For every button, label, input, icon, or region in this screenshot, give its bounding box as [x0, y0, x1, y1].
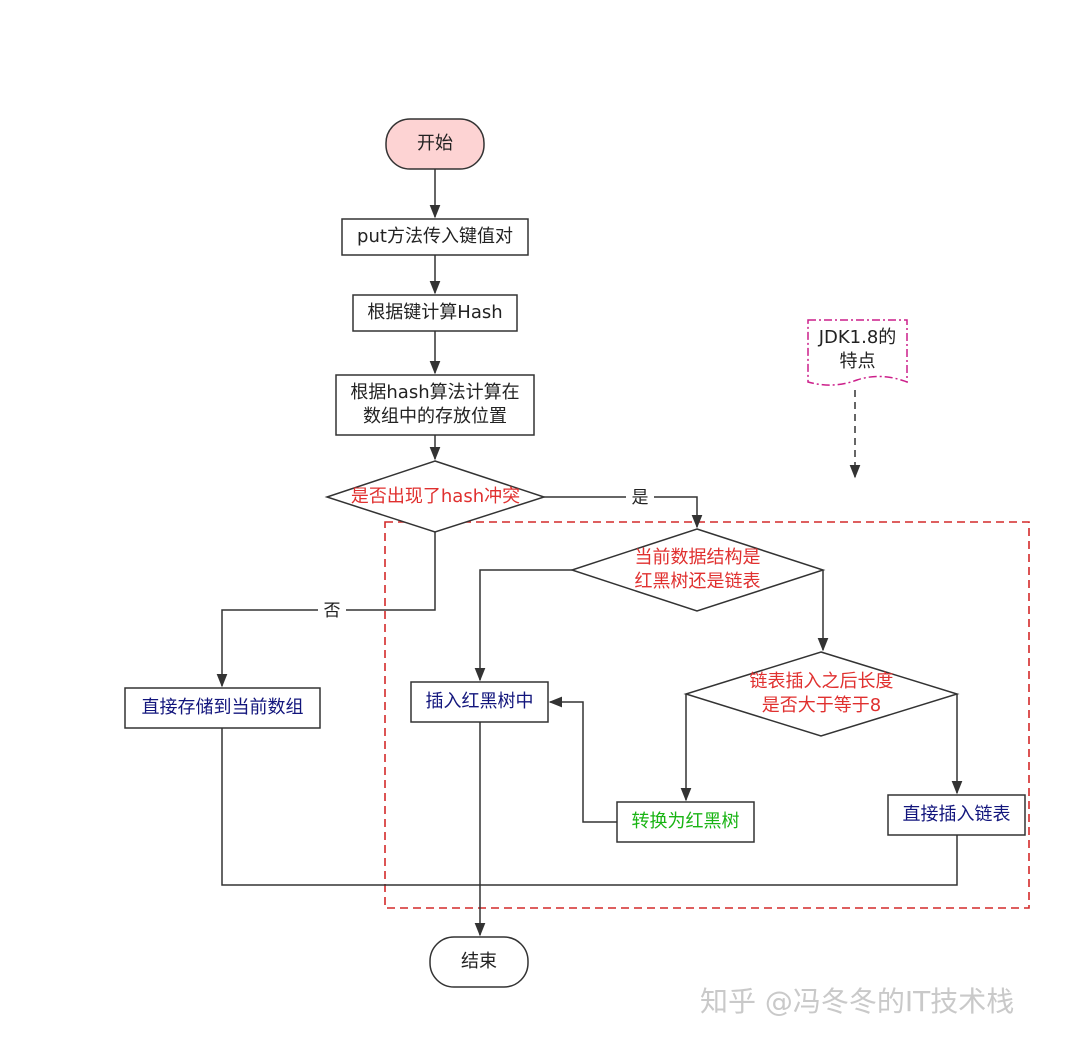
store-direct-node-shape [124, 687, 321, 729]
end-node-label: 结束 [461, 951, 497, 972]
jdk18-region-box [384, 521, 1030, 909]
edge-label-no: 否 [318, 600, 346, 622]
structure-decision-label: 当前数据结构是 红黑树还是链表 [634, 547, 761, 592]
note-shape [807, 319, 908, 386]
edge-insert-list-merge [480, 835, 958, 886]
hash-node-label: 根据键计算Hash [367, 302, 503, 323]
index-node-shape [335, 374, 535, 436]
structure-decision-shape [569, 528, 826, 612]
edge-store-direct-merge [221, 728, 480, 886]
store-direct-node-label: 直接存储到当前数组 [141, 697, 304, 718]
end-node-shape [429, 936, 529, 988]
insert-rbtree-node-label: 插入红黑树中 [425, 691, 534, 712]
watermark: 知乎 @冯冬冬的IT技术栈 [700, 985, 1015, 1018]
insert-rbtree-node-shape [410, 681, 549, 723]
length-decision-label: 链表插入之后长度 是否大于等于8 [749, 671, 894, 716]
index-node-label: 根据hash算法计算在 数组中的存放位置 [350, 382, 520, 427]
put-node-shape [341, 218, 529, 256]
start-node-label: 开始 [417, 133, 453, 154]
insert-list-node-shape [887, 794, 1026, 836]
edge-structure-rbtree [474, 569, 572, 682]
collision-decision-label: 是否出现了hash冲突 [350, 486, 521, 507]
insert-list-node-label: 直接插入链表 [902, 804, 1011, 825]
edge-collision-yes [544, 496, 703, 529]
edge-label-yes: 是 [626, 487, 654, 509]
edge-convert-rbtree [548, 696, 617, 823]
put-node-label: put方法传入键值对 [357, 226, 513, 247]
convert-node-label: 转换为红黑树 [631, 811, 740, 832]
note-label: JDK1.8的 特点 [818, 327, 897, 372]
length-decision-shape [683, 651, 960, 737]
